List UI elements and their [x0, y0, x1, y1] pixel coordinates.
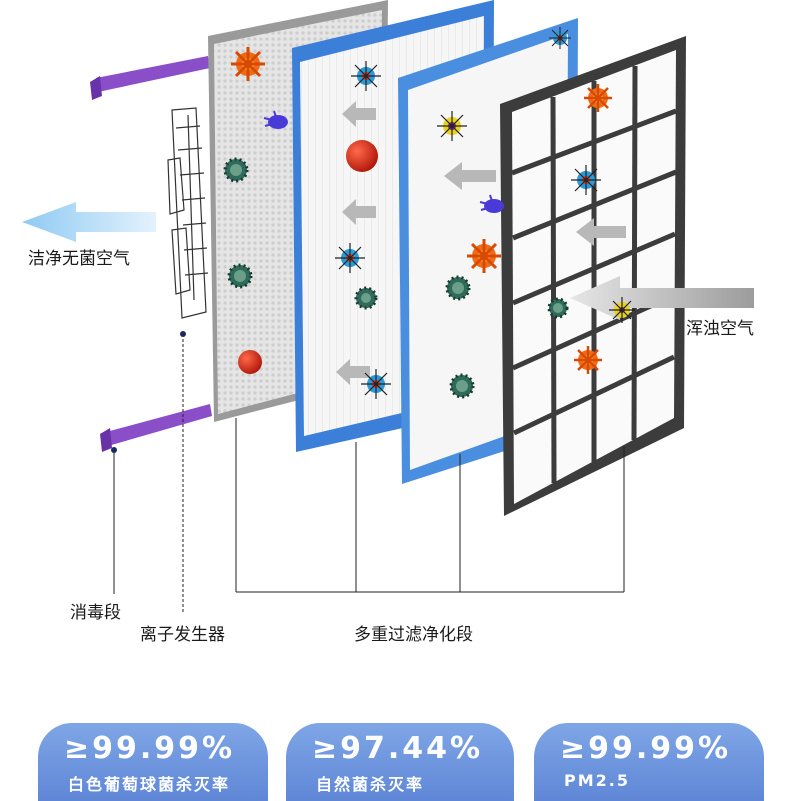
disinfection-label: 消毒段: [70, 598, 121, 623]
stat-pill: ≥99.99% 白色葡萄球菌杀灭率: [38, 723, 268, 801]
ion-generator-label: 离子发生器: [140, 620, 225, 645]
clean-air-label: 洁净无菌空气: [28, 244, 130, 269]
stat-desc: PM2.5: [564, 771, 630, 790]
uv-lamp-bottom: [100, 404, 212, 452]
multi-filter-label: 多重过滤净化段: [354, 620, 473, 645]
stat-desc: 白色葡萄球菌杀灭率: [68, 771, 230, 795]
stat-pill: ≥99.99% PM2.5: [534, 723, 764, 801]
uv-lamp-top: [90, 56, 210, 100]
stat-value: ≥99.99%: [560, 731, 731, 766]
grid-prefilter-panel: [500, 36, 686, 516]
dirty-air-label: 浑浊空气: [686, 314, 754, 339]
ion-generator: [168, 108, 208, 318]
stat-value: ≥99.99%: [64, 731, 235, 766]
stat-pill: ≥97.44% 自然菌杀灭率: [286, 723, 514, 801]
stat-value: ≥97.44%: [312, 731, 483, 766]
stat-desc: 自然菌杀灭率: [316, 771, 424, 795]
clean-air-arrow: [22, 202, 156, 242]
